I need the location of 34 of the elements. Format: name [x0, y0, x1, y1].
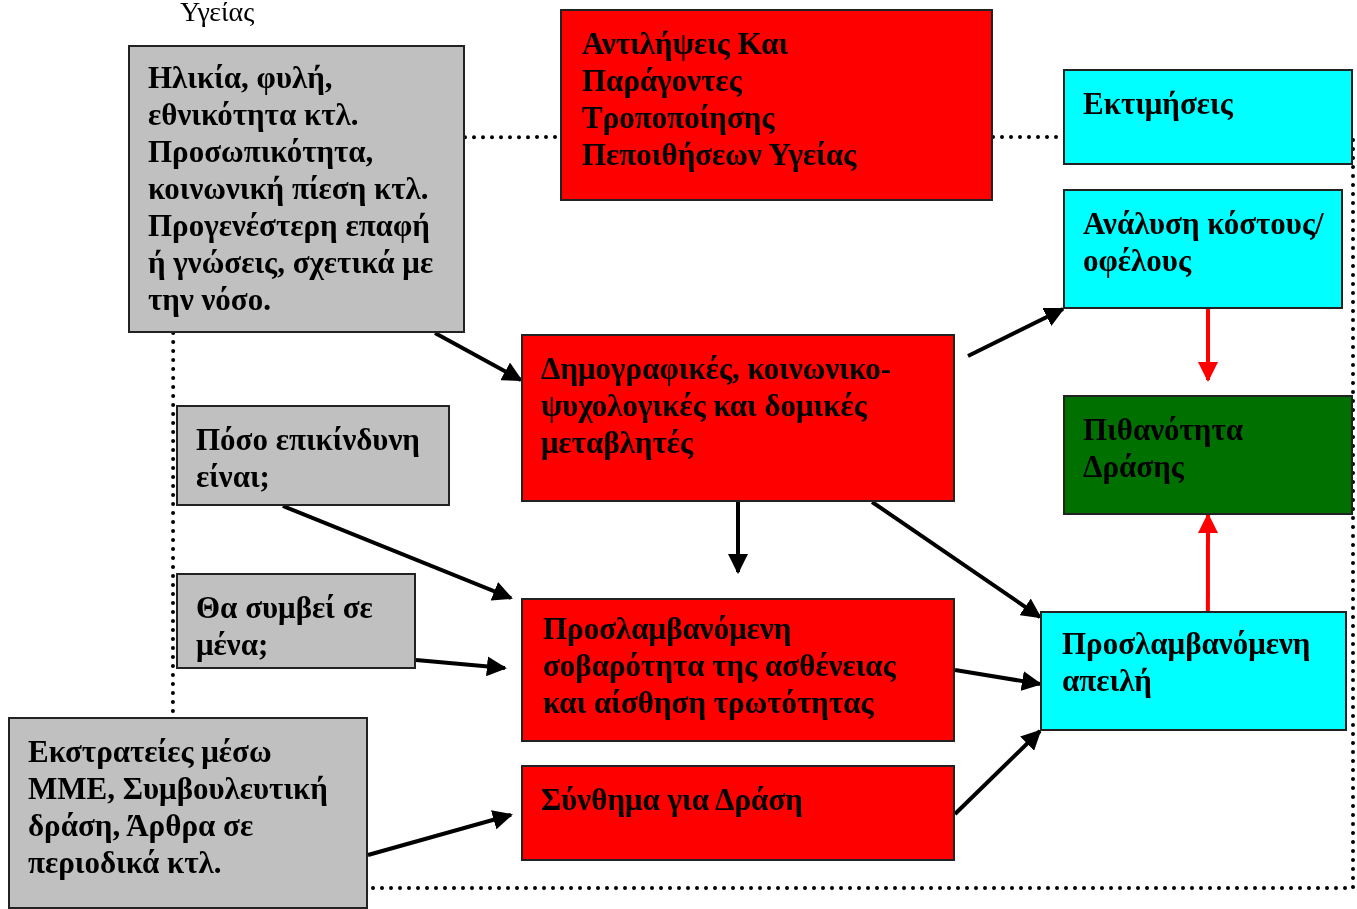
process-box [521, 765, 955, 861]
process-box [521, 334, 955, 502]
arrow [967, 307, 1065, 358]
box-text: Πιθανότητα Δράσης [1083, 411, 1245, 485]
process-box [128, 45, 465, 333]
arrow [415, 656, 507, 677]
process-box [1063, 395, 1353, 515]
arrow [728, 502, 748, 575]
box-text: Αντιλήψεις Και Παράγοντες Τροποποίησης Πεποιθήσεων Υγείας [582, 25, 858, 173]
process-box [1063, 189, 1343, 309]
arrow [870, 500, 1042, 619]
box-text: Δημογραφικές, κοινωνικο-ψυχολογικές και δομικές μεταβλητές [541, 350, 893, 461]
arrow [1198, 513, 1218, 611]
box-text: Ηλικία, φυλή, εθνικότητα κτλ. Προσωπικότητα, κοινωνική πίεση κτλ. Προγενέστερη επαφή ή γνώσεις, σχετικά με την νόσο. [148, 59, 435, 318]
process-box [1063, 69, 1353, 165]
process-box [176, 405, 450, 506]
process-box [8, 717, 368, 909]
arrow [954, 668, 1042, 691]
box-text: Εκτιμήσεις [1083, 85, 1234, 122]
arrow [1198, 309, 1218, 382]
process-box [176, 573, 416, 669]
box-text: Εκστρατείες μέσω ΜΜΕ, Συμβουλευτική δράση, Άρθρα σε περιοδικά κτλ. [28, 733, 329, 881]
process-box [1040, 611, 1347, 731]
process-box [521, 598, 955, 742]
box-text: Ανάλυση κόστους/οφέλους [1083, 205, 1325, 279]
box-text: Πόσο επικίνδυνη είναι; [196, 421, 421, 495]
box-text: Προσλαμβανόμενη απειλή [1062, 625, 1312, 699]
arrow [367, 810, 513, 857]
arrow [434, 331, 523, 382]
box-text: Σύνθημα για Δράση [541, 781, 804, 818]
process-box [560, 9, 993, 201]
box-text: Θα συμβεί σε μένα; [196, 589, 374, 663]
box-text: Προσλαμβανόμενη σοβαρότητα της ασθένειας και αίσθηση τρωτότητας [543, 610, 897, 721]
arrow [282, 504, 513, 601]
